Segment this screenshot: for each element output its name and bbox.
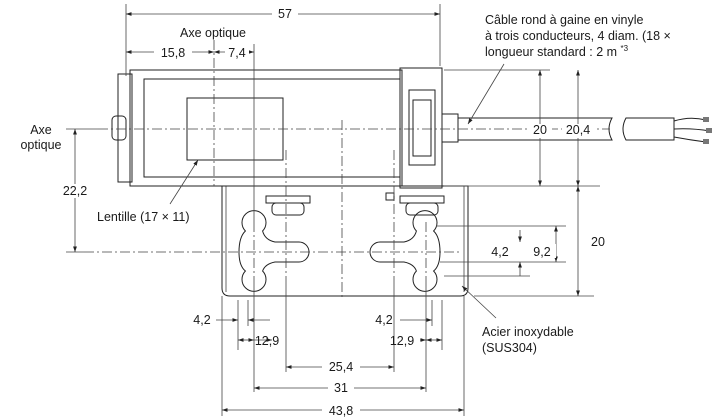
dim-57: 57 — [278, 7, 292, 21]
dim-43-8: 43,8 — [329, 404, 353, 418]
dim-9-2: 9,2 — [533, 245, 550, 259]
dimension-values: 57 15,8 7,4 22,2 20 20,4 20 4,2 9,2 4,2 … — [58, 5, 605, 418]
dim-15-8: 15,8 — [161, 46, 185, 60]
leader-lines — [169, 63, 505, 319]
label-material-1: Acier inoxydable — [482, 325, 574, 339]
label-optical-axis-left-2: optique — [20, 138, 61, 152]
label-cable-line-3: longueur standard : 2 m — [485, 45, 621, 59]
dim-31: 31 — [334, 381, 348, 395]
dim-22-2: 22,2 — [63, 184, 87, 198]
keyhole-slot-right — [369, 210, 441, 292]
dim-4-2-bottom-right: 4,2 — [375, 313, 392, 327]
keyhole-slot-left — [238, 210, 310, 292]
dim-4-2-slot: 4,2 — [491, 245, 508, 259]
label-cable-line-1: Câble rond à gaine en vinyle — [485, 13, 643, 27]
svg-text:longueur standard : 2 m *3: longueur standard : 2 m *3 — [485, 44, 629, 59]
dim-25-4: 25,4 — [329, 360, 353, 374]
dim-12-9-left: 12,9 — [255, 334, 279, 348]
dim-12-9-right: 12,9 — [390, 334, 414, 348]
cable — [457, 117, 712, 144]
label-cable-line-2: à trois conducteurs, 4 diam. (18 × — [485, 29, 671, 43]
dim-7-4: 7,4 — [228, 46, 245, 60]
label-lens: Lentille (17 × 11) — [97, 210, 190, 224]
extension-lines — [66, 4, 600, 416]
dim-20-bracket: 20 — [591, 235, 605, 249]
label-material-2: (SUS304) — [482, 341, 537, 355]
label-optical-axis-top: Axe optique — [180, 26, 246, 40]
mounting-screw-left — [265, 195, 311, 216]
center-lines — [84, 40, 610, 300]
mounting-bracket — [221, 185, 469, 297]
dim-20-4: 20,4 — [566, 123, 590, 137]
sensor-body — [111, 67, 459, 189]
dim-20-body: 20 — [533, 123, 547, 137]
dim-4-2-bottom-left: 4,2 — [193, 313, 210, 327]
label-cable-note: *3 — [621, 44, 629, 53]
mounting-screw-right — [385, 192, 445, 216]
annotations: Axe optique Axe optique Câble rond à gai… — [20, 13, 670, 355]
label-optical-axis-left-1: Axe — [30, 123, 52, 137]
